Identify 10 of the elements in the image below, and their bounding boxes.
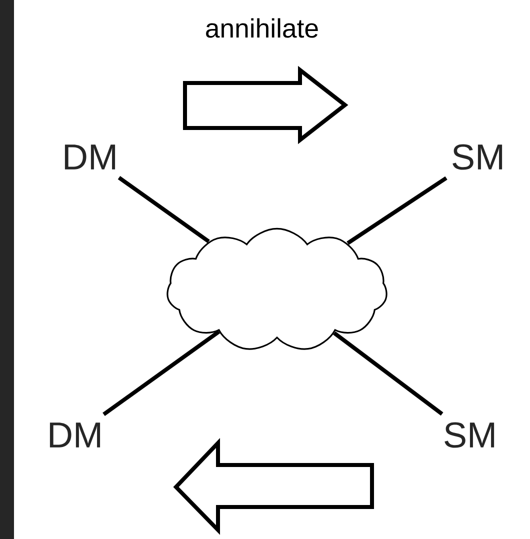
line xyxy=(102,330,220,416)
cloud-shape xyxy=(166,228,388,350)
label: annihilate xyxy=(206,18,318,38)
particle-label: DM xyxy=(64,144,116,170)
particle-label: DM xyxy=(50,422,100,448)
line xyxy=(118,176,210,244)
particle-label: SM xyxy=(444,422,494,448)
line xyxy=(346,176,448,245)
particle-label: SM xyxy=(452,144,502,170)
line xyxy=(333,331,444,416)
